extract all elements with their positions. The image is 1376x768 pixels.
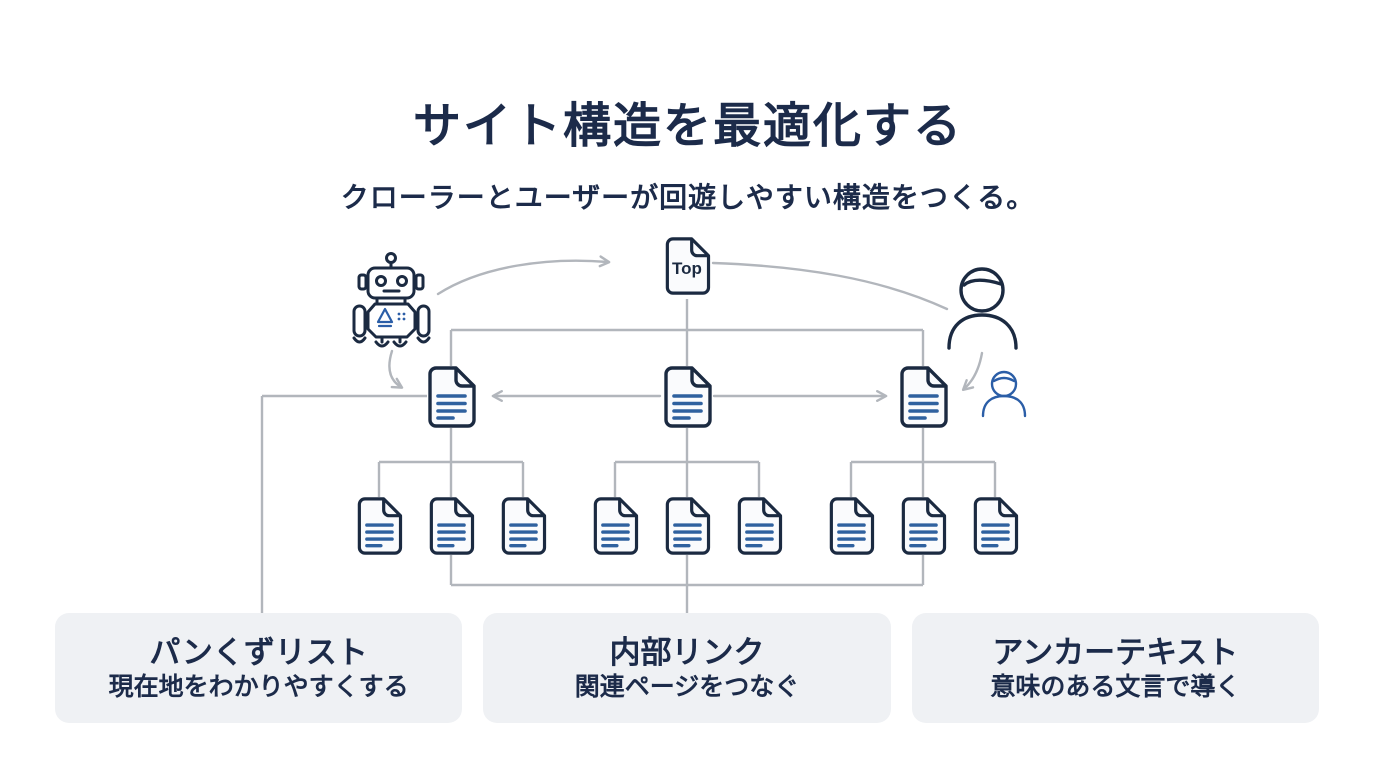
- robot-icon: [352, 252, 431, 348]
- document-icon: [737, 497, 783, 555]
- document-icon: [665, 497, 711, 555]
- user-to-page-arrow: [961, 351, 984, 391]
- document-icon: [901, 497, 947, 555]
- document-icon: [429, 497, 475, 555]
- site-structure-diagram: Top: [0, 210, 1376, 615]
- card-internal-link-title: 内部リンク: [609, 634, 765, 670]
- user-small-icon: [981, 370, 1027, 418]
- crawler-to-page-arrow: [388, 349, 404, 389]
- top-page-node: Top: [665, 237, 711, 295]
- document-icon: [664, 366, 712, 428]
- document-icon: [501, 497, 547, 555]
- tree-connectors: [260, 299, 997, 615]
- feature-cards: パンくずリスト 現在地をわかりやすくする 内部リンク 関連ページをつなぐ アンカ…: [55, 613, 1319, 723]
- page-subtitle: クローラーとユーザーが回遊しやすい構造をつくる。: [340, 182, 1036, 213]
- card-breadcrumb: パンくずリスト 現在地をわかりやすくする: [55, 613, 463, 723]
- diagram-canvas: Top: [260, 237, 1027, 615]
- document-icon: [829, 497, 875, 555]
- card-anchor-text-description: 意味のある文言で導く: [990, 672, 1241, 701]
- document-icon: [357, 497, 403, 555]
- document-icon: [428, 366, 476, 428]
- card-breadcrumb-title: パンくずリスト: [149, 634, 368, 670]
- card-internal-link-description: 関連ページをつなぐ: [574, 672, 800, 701]
- document-icon: [973, 497, 1019, 555]
- card-breadcrumb-description: 現在地をわかりやすくする: [108, 672, 409, 701]
- top-to-user-curve: [711, 261, 949, 311]
- card-anchor-text-title: アンカーテキスト: [992, 634, 1239, 670]
- card-internal-link: 内部リンク 関連ページをつなぐ: [483, 613, 891, 723]
- document-icon: [900, 366, 948, 428]
- crawler-to-top-arrow: [436, 255, 611, 296]
- page-title: サイト構造を最適化する: [412, 100, 963, 154]
- card-anchor-text: アンカーテキスト 意味のある文言で導く: [911, 613, 1319, 723]
- document-icon: [593, 497, 639, 555]
- top-page-label: Top: [672, 259, 702, 278]
- user-icon: [947, 267, 1018, 350]
